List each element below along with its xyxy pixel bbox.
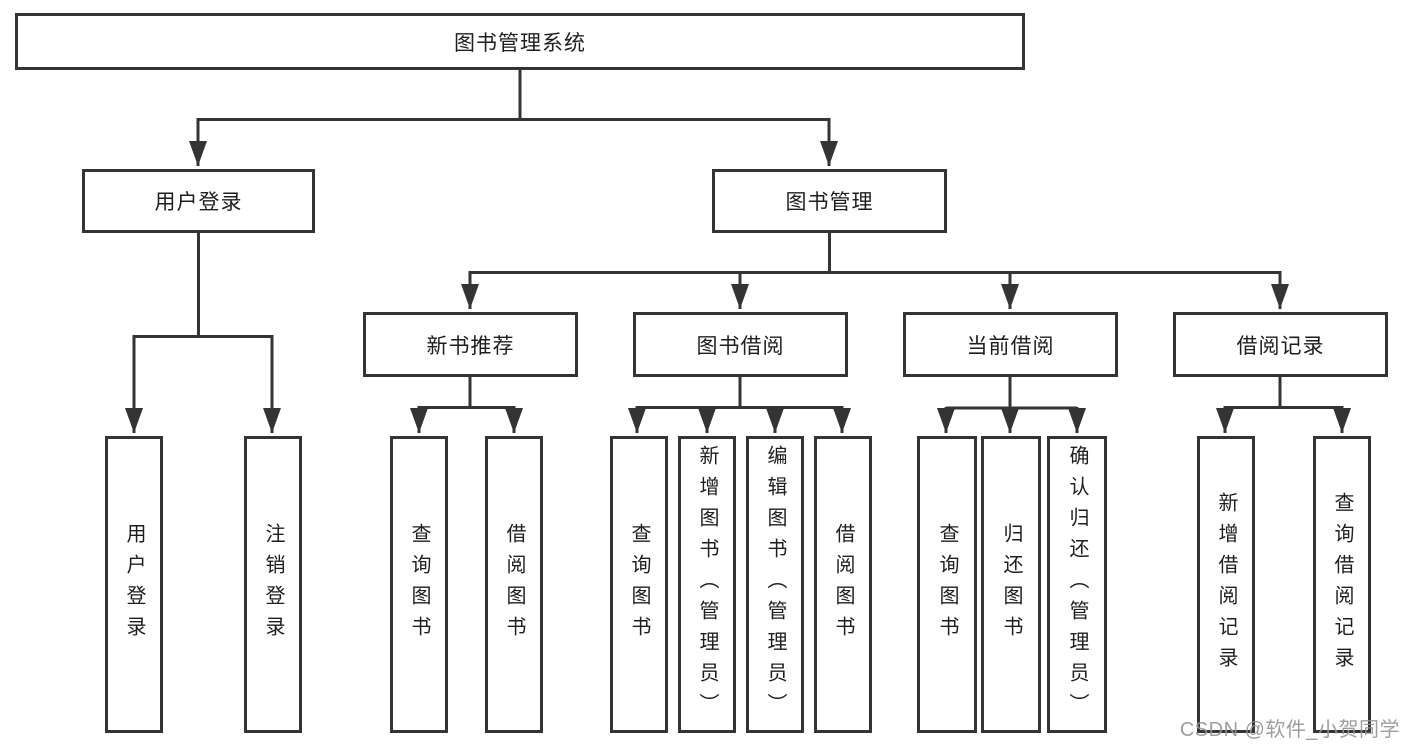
node-leaf-borrow-books-2-label: 借阅图书 <box>832 522 854 647</box>
node-leaf-query-borrow-record: 查询借阅记录 <box>1313 436 1371 733</box>
node-leaf-edit-books-admin: 编辑图书（管理员） <box>746 436 804 733</box>
node-book-management-label: 图书管理 <box>785 191 874 214</box>
csdn-watermark: CSDN @软件_小贺同学 <box>1179 719 1400 741</box>
node-leaf-return-books-label: 归还图书 <box>1000 522 1022 647</box>
node-leaf-add-borrow-record-label: 新增借阅记录 <box>1215 491 1237 678</box>
node-leaf-borrow-books-1-label: 借阅图书 <box>503 522 525 647</box>
node-new-book-recommendation-label: 新书推荐 <box>426 334 515 358</box>
node-leaf-edit-books-admin-label: 编辑图书（管理员） <box>764 445 786 724</box>
node-leaf-query-books-3: 查询图书 <box>917 436 977 733</box>
node-leaf-query-books-2-label: 查询图书 <box>628 522 650 647</box>
node-user-login-label: 用户登录 <box>154 191 243 214</box>
node-library-management-system: 图书管理系统 <box>15 13 1025 70</box>
node-leaf-return-books: 归还图书 <box>981 436 1041 733</box>
node-new-book-recommendation: 新书推荐 <box>363 312 578 377</box>
node-borrowing-records: 借阅记录 <box>1173 312 1388 377</box>
node-leaf-query-books-3-label: 查询图书 <box>936 522 958 647</box>
node-leaf-confirm-return-admin-label: 确认归还（管理员） <box>1066 445 1088 724</box>
node-leaf-query-borrow-record-label: 查询借阅记录 <box>1331 491 1353 678</box>
node-leaf-add-books-admin: 新增图书（管理员） <box>678 436 736 733</box>
node-leaf-borrow-books-2: 借阅图书 <box>814 436 872 733</box>
node-leaf-query-books-2: 查询图书 <box>610 436 668 733</box>
node-current-borrowing-label: 当前借阅 <box>966 334 1055 358</box>
node-borrowing-records-label: 借阅记录 <box>1236 334 1325 358</box>
node-leaf-logout-label: 注销登录 <box>262 522 284 647</box>
node-user-login: 用户登录 <box>82 169 315 233</box>
node-book-borrowing: 图书借阅 <box>633 312 848 377</box>
node-leaf-add-books-admin-label: 新增图书（管理员） <box>696 445 718 724</box>
node-leaf-logout: 注销登录 <box>244 436 302 733</box>
node-leaf-query-books-1: 查询图书 <box>390 436 448 733</box>
node-leaf-user-login: 用户登录 <box>105 436 163 733</box>
node-leaf-confirm-return-admin: 确认归还（管理员） <box>1047 436 1107 733</box>
node-leaf-query-books-1-label: 查询图书 <box>408 522 430 647</box>
node-book-borrowing-label: 图书借阅 <box>696 334 785 358</box>
node-leaf-add-borrow-record: 新增借阅记录 <box>1197 436 1255 733</box>
node-library-management-system-label: 图书管理系统 <box>454 31 586 55</box>
node-leaf-user-login-label: 用户登录 <box>123 522 145 647</box>
node-book-management: 图书管理 <box>712 169 947 233</box>
node-leaf-borrow-books-1: 借阅图书 <box>485 436 543 733</box>
node-current-borrowing: 当前借阅 <box>903 312 1118 377</box>
